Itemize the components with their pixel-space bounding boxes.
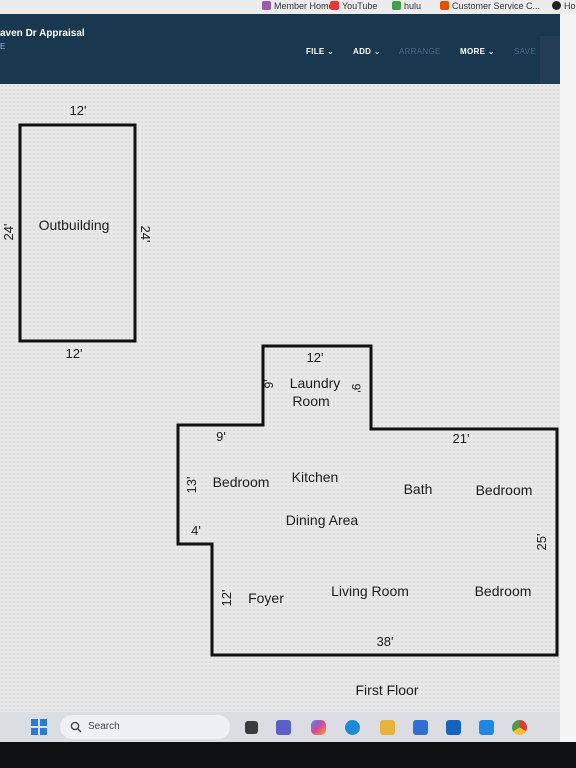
floor-label: First Floor (356, 682, 419, 698)
room-bedroom-top-right: Bedroom (476, 482, 533, 498)
room-dining-area: Dining Area (286, 512, 359, 528)
copilot-icon[interactable] (311, 720, 326, 735)
bookmark-label: YouTube (342, 1, 378, 11)
search-icon (70, 721, 82, 733)
window-edge (560, 14, 576, 742)
room-laundry-line1: Laundry (290, 375, 341, 391)
document-subtitle: E (0, 42, 6, 51)
outlook-icon[interactable] (446, 720, 461, 735)
dim-top-right: 21' (453, 431, 470, 446)
store-icon[interactable] (413, 720, 428, 735)
room-bedroom-bottom-right: Bedroom (475, 583, 532, 599)
dim-bottom: 38' (377, 634, 394, 649)
bookmark-customer-service[interactable]: Customer Service C... (440, 1, 540, 11)
room-kitchen: Kitchen (292, 469, 339, 485)
header-right-panel (540, 36, 560, 84)
taskbar: Search (0, 712, 560, 742)
add-menu[interactable]: ADD ⌄ (353, 47, 381, 56)
outbuilding-dim-right: 24' (138, 226, 153, 243)
outbuilding-label: Outbuilding (39, 217, 110, 233)
task-view-icon[interactable] (245, 721, 258, 734)
save-button[interactable]: SAVE (514, 47, 536, 56)
app-header: aven Dr Appraisal E FILE ⌄ ADD ⌄ ARRANGE… (0, 14, 560, 84)
bookmark-youtube[interactable]: YouTube (330, 1, 377, 11)
room-foyer: Foyer (248, 590, 284, 606)
file-menu[interactable]: FILE ⌄ (306, 47, 335, 56)
bookmarks-bar: Member Home YouTube hulu Customer Servic… (0, 0, 576, 14)
sketch-canvas[interactable]: 12' Outbuilding 12' 24' 24' 12' 9' 9' 9'… (0, 84, 560, 714)
monitor-bezel (0, 742, 576, 768)
bookmark-label: Member Home (274, 1, 334, 11)
windows-start-icon[interactable] (31, 719, 47, 735)
dim-top-left: 9' (216, 429, 226, 444)
room-bedroom-left: Bedroom (213, 474, 270, 490)
home-site-icon (552, 1, 561, 10)
room-living-room: Living Room (331, 583, 409, 599)
room-bath: Bath (404, 481, 433, 497)
bookmark-label: Ho (564, 1, 576, 11)
calendar-app-icon[interactable] (479, 720, 494, 735)
more-menu[interactable]: MORE ⌄ (460, 47, 495, 56)
bookmark-label: hulu (404, 1, 422, 11)
dim-left-upper: 13' (184, 477, 199, 494)
floor-plan: 12' Outbuilding 12' 24' 24' 12' 9' 9' 9'… (1, 103, 559, 698)
search-label: Search (88, 721, 120, 732)
taskbar-search-box[interactable]: Search (60, 715, 230, 739)
arrange-menu[interactable]: ARRANGE (399, 47, 441, 56)
laundry-dim-right: 9' (349, 384, 363, 393)
bookmark-hulu[interactable]: hulu (392, 1, 421, 11)
edge-icon[interactable] (345, 720, 360, 735)
dim-notch: 4' (191, 523, 201, 538)
outbuilding-dim-top: 12' (70, 103, 87, 118)
bookmark-member-home[interactable]: Member Home (262, 1, 334, 11)
customer-service-icon (440, 1, 449, 10)
chrome-icon[interactable] (512, 720, 527, 735)
document-title: aven Dr Appraisal (0, 28, 85, 39)
laundry-dim-left: 9' (262, 380, 276, 389)
laundry-dim-top: 12' (307, 350, 324, 365)
house-outline[interactable] (176, 344, 559, 657)
bookmark-home[interactable]: Ho (552, 1, 576, 11)
bookmark-label: Customer Service C... (452, 1, 541, 11)
teams-icon[interactable] (276, 720, 291, 735)
dim-left-lower: 12' (219, 590, 234, 607)
dim-right: 25' (534, 534, 549, 551)
room-laundry-line2: Room (292, 393, 329, 409)
hulu-icon (392, 1, 401, 10)
youtube-icon (330, 1, 339, 10)
file-explorer-icon[interactable] (380, 720, 395, 735)
outbuilding-dim-left: 24' (1, 224, 16, 241)
outbuilding-dim-bottom: 12' (66, 346, 83, 361)
outbuilding-outline[interactable] (18, 123, 137, 343)
member-home-icon (262, 1, 271, 10)
